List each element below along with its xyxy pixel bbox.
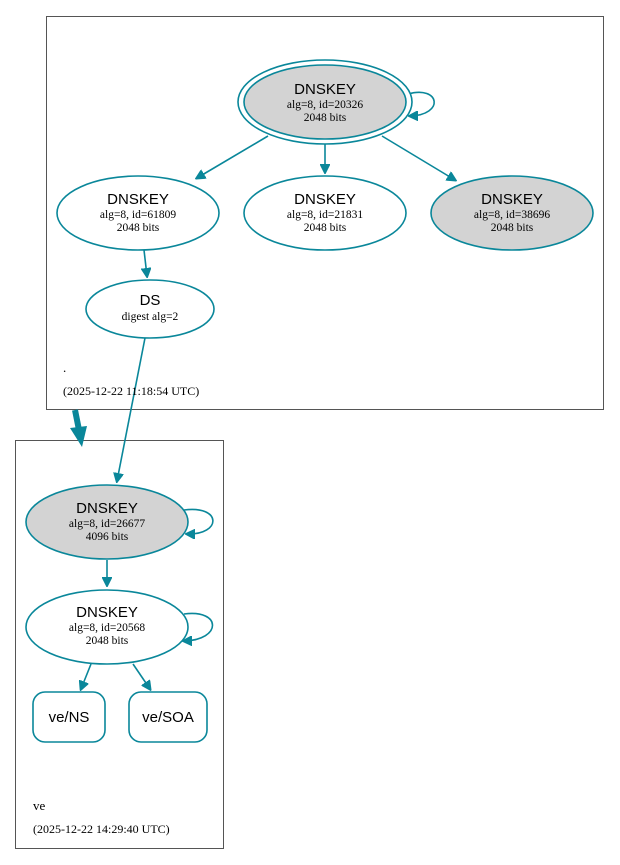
node-title: DNSKEY bbox=[294, 81, 356, 98]
node-ds[interactable]: DS digest alg=2 bbox=[85, 279, 215, 339]
node-bits: 2048 bits bbox=[491, 222, 534, 234]
node-root-ksk[interactable]: DNSKEY alg=8, id=20326 2048 bits bbox=[237, 59, 413, 145]
node-title: DNSKEY bbox=[294, 191, 356, 208]
zone-ve-timestamp: (2025-12-22 14:29:40 UTC) bbox=[33, 822, 170, 836]
node-bits: 2048 bits bbox=[304, 222, 347, 234]
node-alg-id: alg=8, id=20568 bbox=[69, 622, 145, 634]
delegation-arrow bbox=[70, 409, 87, 447]
edge-ds-to-ve-ksk bbox=[117, 337, 146, 481]
node-alg-id: alg=8, id=26677 bbox=[69, 518, 145, 530]
zone-root-box bbox=[46, 16, 604, 410]
node-root-zsk-21831[interactable]: DNSKEY alg=8, id=21831 2048 bits bbox=[243, 175, 407, 251]
node-digest: digest alg=2 bbox=[122, 311, 179, 323]
edge-ve-ksk-self bbox=[183, 508, 214, 534]
edge-ve-zsk-to-ns bbox=[81, 663, 92, 689]
edge-ve-zsk-self bbox=[184, 612, 214, 641]
node-bits: 2048 bits bbox=[117, 222, 160, 234]
node-root-zsk-61809[interactable]: DNSKEY alg=8, id=61809 2048 bits bbox=[56, 175, 220, 251]
node-alg-id: alg=8, id=21831 bbox=[287, 209, 363, 221]
node-root-zsk-38696[interactable]: DNSKEY alg=8, id=38696 2048 bits bbox=[430, 175, 594, 251]
node-title: ve/SOA bbox=[142, 709, 194, 726]
node-title: DNSKEY bbox=[76, 500, 138, 517]
node-ve-soa[interactable]: ve/SOA bbox=[128, 691, 208, 743]
zone-ve-box bbox=[15, 440, 224, 849]
node-title: DNSKEY bbox=[107, 191, 169, 208]
node-alg-id: alg=8, id=61809 bbox=[100, 209, 176, 221]
node-bits: 2048 bits bbox=[304, 112, 347, 124]
node-bits: 4096 bits bbox=[86, 531, 129, 543]
zone-root-timestamp: (2025-12-22 11:18:54 UTC) bbox=[63, 384, 199, 398]
node-title: DNSKEY bbox=[481, 191, 543, 208]
edge-ksk-to-zsk3 bbox=[381, 135, 455, 180]
node-title: ve/NS bbox=[49, 709, 90, 726]
node-bits: 2048 bits bbox=[86, 635, 129, 647]
edge-ksk-to-zsk1 bbox=[197, 135, 269, 178]
edge-ve-zsk-to-soa bbox=[132, 663, 150, 689]
zone-root-name: . bbox=[63, 360, 66, 375]
node-title: DNSKEY bbox=[76, 604, 138, 621]
edge-zsk1-to-ds bbox=[144, 249, 147, 276]
node-ve-ksk[interactable]: DNSKEY alg=8, id=26677 4096 bits bbox=[25, 484, 189, 560]
node-ve-ns[interactable]: ve/NS bbox=[32, 691, 106, 743]
node-alg-id: alg=8, id=38696 bbox=[474, 209, 550, 221]
edge-ksk-self bbox=[407, 91, 435, 116]
zone-ve-name: ve bbox=[33, 798, 46, 813]
node-alg-id: alg=8, id=20326 bbox=[287, 99, 363, 111]
node-title: DS bbox=[140, 292, 161, 309]
node-ve-zsk[interactable]: DNSKEY alg=8, id=20568 2048 bits bbox=[25, 589, 189, 665]
